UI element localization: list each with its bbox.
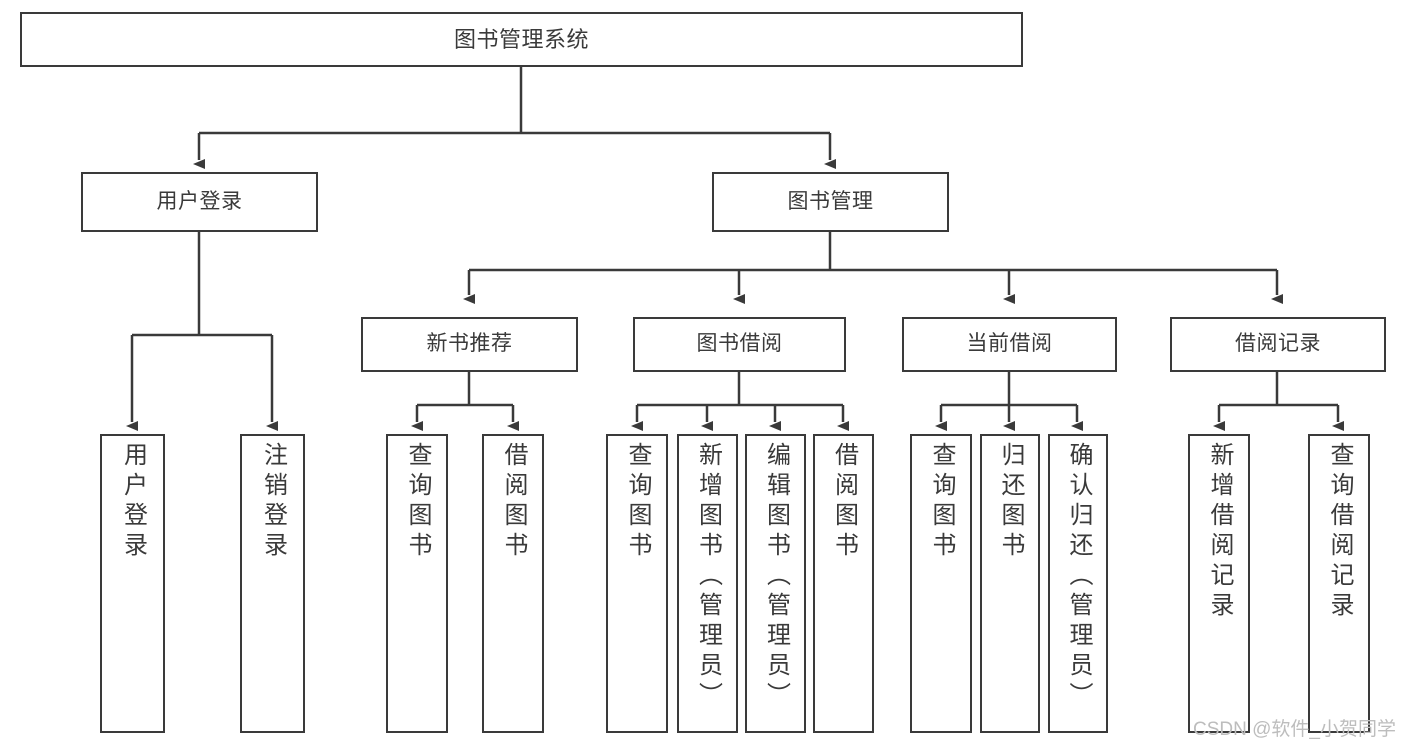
node-leaf-return-book[interactable]: 归还图书 (980, 434, 1040, 733)
node-leaf-edit-book[interactable]: 编辑图书（管理员） (745, 434, 806, 733)
node-leaf-user-login[interactable]: 用户登录 (100, 434, 165, 733)
node-leaf-user-login-label: 用户登录 (119, 442, 147, 562)
node-borrow-record[interactable]: 借阅记录 (1170, 317, 1386, 372)
node-leaf-query-book-3[interactable]: 查询图书 (910, 434, 972, 733)
node-leaf-user-logout[interactable]: 注销登录 (240, 434, 305, 733)
node-new-book-recommend-label: 新书推荐 (426, 332, 513, 356)
node-leaf-confirm-return[interactable]: 确认归还（管理员） (1048, 434, 1108, 733)
node-leaf-confirm-return-label: 确认归还（管理员） (1065, 442, 1092, 712)
node-user-login-label: 用户登录 (156, 189, 243, 213)
node-leaf-query-book-1[interactable]: 查询图书 (386, 434, 448, 733)
node-user-login[interactable]: 用户登录 (81, 172, 318, 232)
node-leaf-query-book-2-label: 查询图书 (624, 442, 651, 562)
node-leaf-return-book-label: 归还图书 (997, 442, 1024, 562)
node-leaf-borrow-book-2-label: 借阅图书 (830, 442, 858, 562)
node-leaf-borrow-book-1-label: 借阅图书 (500, 442, 527, 562)
node-leaf-query-book-1-label: 查询图书 (404, 442, 431, 562)
node-leaf-query-book-3-label: 查询图书 (928, 442, 955, 562)
node-book-manage-label: 图书管理 (787, 189, 874, 213)
node-leaf-add-record[interactable]: 新增借阅记录 (1188, 434, 1250, 733)
node-leaf-borrow-book-2[interactable]: 借阅图书 (813, 434, 874, 733)
node-book-manage[interactable]: 图书管理 (712, 172, 949, 232)
node-current-borrow-label: 当前借阅 (966, 332, 1053, 356)
node-root-label: 图书管理系统 (453, 26, 589, 52)
node-leaf-add-book-label: 新增图书（管理员） (694, 442, 722, 712)
node-leaf-query-book-2[interactable]: 查询图书 (606, 434, 668, 733)
csdn-watermark: CSDN @软件_小贺同学 (1193, 719, 1396, 740)
node-leaf-add-record-label: 新增借阅记录 (1206, 442, 1233, 622)
node-leaf-query-record-label: 查询借阅记录 (1326, 442, 1353, 622)
node-leaf-edit-book-label: 编辑图书（管理员） (762, 442, 790, 712)
node-leaf-user-logout-label: 注销登录 (259, 442, 287, 562)
node-new-book-recommend[interactable]: 新书推荐 (361, 317, 578, 372)
node-root[interactable]: 图书管理系统 (20, 12, 1023, 67)
node-book-borrow-label: 图书借阅 (696, 332, 783, 356)
node-current-borrow[interactable]: 当前借阅 (902, 317, 1117, 372)
node-leaf-query-record[interactable]: 查询借阅记录 (1308, 434, 1370, 733)
node-leaf-borrow-book-1[interactable]: 借阅图书 (482, 434, 544, 733)
node-borrow-record-label: 借阅记录 (1235, 332, 1321, 356)
node-book-borrow[interactable]: 图书借阅 (633, 317, 846, 372)
node-leaf-add-book[interactable]: 新增图书（管理员） (677, 434, 738, 733)
